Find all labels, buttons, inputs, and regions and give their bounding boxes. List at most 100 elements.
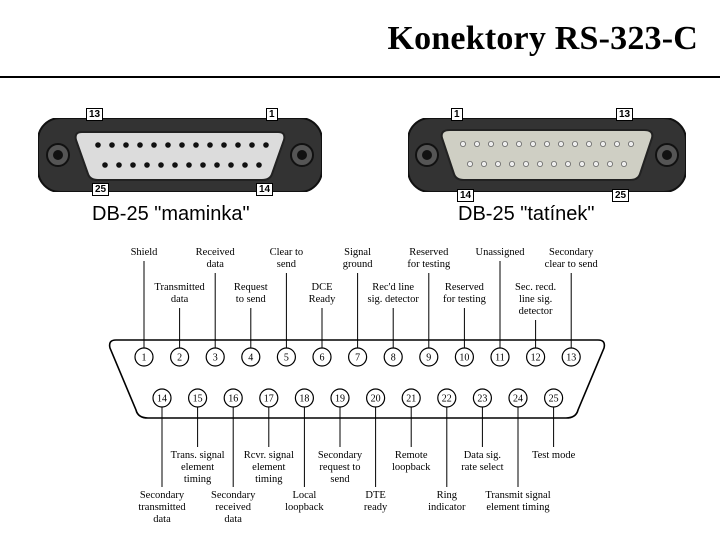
- male-pin: [571, 140, 578, 147]
- male-pin: [564, 161, 571, 168]
- signal-label-pin-4: Request to send: [233, 282, 268, 305]
- female-socket-hole: [179, 142, 185, 148]
- pin-6: 6: [312, 347, 332, 367]
- male-pin: [578, 161, 585, 168]
- male-pin: [592, 161, 599, 168]
- pin-19: 19: [330, 388, 350, 408]
- male-pin: [481, 161, 488, 168]
- pin-7: 7: [348, 347, 368, 367]
- pin-15: 15: [188, 388, 208, 408]
- female-socket-hole: [172, 162, 178, 168]
- pin-number: 8: [391, 353, 396, 364]
- male-pin: [536, 161, 543, 168]
- signal-label-pin-15: Trans. signal element timing: [170, 450, 225, 485]
- male-pin: [467, 161, 474, 168]
- female-socket-hole: [165, 142, 171, 148]
- male-pins: [460, 140, 634, 168]
- male-pin: [557, 140, 564, 147]
- female-socket-hole: [235, 142, 241, 148]
- male-pin: [502, 140, 509, 147]
- female-pin-label-top-left: 13: [86, 108, 104, 121]
- signal-label-pin-9: Reserved for testing: [407, 247, 451, 270]
- signal-label-pin-18: Local loopback: [285, 490, 324, 513]
- pin-number: 14: [157, 394, 167, 405]
- pin-10: 10: [454, 347, 474, 367]
- signal-label-pin-21: Remote loopback: [391, 450, 431, 473]
- pin-number: 16: [228, 394, 238, 405]
- pin-3: 3: [205, 347, 225, 367]
- signal-label-pin-25: Test mode: [531, 450, 576, 461]
- male-pin: [495, 161, 502, 168]
- pin-11: 11: [490, 347, 510, 367]
- pin-number: 25: [549, 394, 559, 405]
- pin-20: 20: [366, 388, 386, 408]
- male-pin: [627, 140, 634, 147]
- signal-label-pin-2: Transmitted data: [154, 282, 205, 305]
- male-pin-label-top-left: 1: [451, 108, 463, 121]
- male-pin: [585, 140, 592, 147]
- signal-label-pin-10: Reserved for testing: [442, 282, 486, 305]
- pin-18: 18: [294, 388, 314, 408]
- pin-number: 24: [513, 394, 523, 405]
- pin-number: 18: [299, 394, 309, 405]
- female-connector-label: DB-25 "maminka": [92, 203, 250, 225]
- male-pin: [599, 140, 606, 147]
- pin-14: 14: [152, 388, 172, 408]
- male-pin: [509, 161, 516, 168]
- signal-label-pin-5: Clear to send: [269, 247, 304, 270]
- page-title: Konektory RS-323-C: [387, 20, 698, 57]
- pin-number: 23: [477, 394, 487, 405]
- male-pin: [620, 161, 627, 168]
- pin-24: 24: [508, 388, 528, 408]
- pin-23: 23: [472, 388, 492, 408]
- pin-4: 4: [241, 347, 261, 367]
- female-socket-hole: [256, 162, 262, 168]
- pin-25: 25: [543, 388, 564, 408]
- female-socket-hole: [109, 142, 115, 148]
- female-socket-hole: [263, 142, 269, 148]
- pin-17: 17: [259, 388, 279, 408]
- pin-16: 16: [223, 388, 243, 408]
- female-socket-holes: [95, 142, 269, 168]
- male-pin: [530, 140, 537, 147]
- female-socket-hole: [95, 142, 101, 148]
- pin-number: 10: [459, 353, 469, 364]
- pin-number: 21: [406, 394, 416, 405]
- pin-number: 6: [320, 353, 325, 364]
- female-socket-hole: [207, 142, 213, 148]
- male-pin-label-top-right: 13: [616, 108, 634, 121]
- db25-female-connector: [38, 118, 322, 192]
- pin-number: 22: [442, 394, 452, 405]
- female-socket-hole: [151, 142, 157, 148]
- pin-5: 5: [276, 347, 296, 367]
- female-socket-hole: [200, 162, 206, 168]
- pin-22: 22: [437, 388, 457, 408]
- female-socket-hole: [116, 162, 122, 168]
- female-socket-hole: [242, 162, 248, 168]
- female-socket-hole: [193, 142, 199, 148]
- title-divider: [0, 76, 720, 78]
- male-pin: [543, 140, 550, 147]
- signal-label-pin-17: Rcvr. signal element timing: [243, 450, 294, 485]
- male-pin: [474, 140, 481, 147]
- female-socket-hole: [130, 162, 136, 168]
- female-pin-label-bottom-left: 25: [92, 183, 110, 196]
- female-pin-label-bottom-right: 14: [256, 183, 274, 196]
- signal-label-pin-20: DTE ready: [363, 490, 388, 513]
- signal-label-pin-13: Secondary clear to send: [544, 247, 598, 270]
- male-pin-label-bottom-left: 14: [457, 189, 475, 202]
- signal-label-pin-7: Signal ground: [342, 247, 373, 270]
- pin-number: 17: [264, 394, 274, 405]
- pin-12: 12: [525, 347, 546, 367]
- pin-number: 13: [566, 353, 576, 364]
- signal-label-pin-16: Secondary received data: [211, 490, 256, 525]
- signal-label-pin-6: DCE Ready: [308, 282, 336, 305]
- male-pin: [488, 140, 495, 147]
- male-pin-label-bottom-right: 25: [612, 189, 630, 202]
- signal-label-pin-1: Shield: [130, 247, 158, 258]
- pin-9: 9: [419, 347, 439, 367]
- male-connector-label: DB-25 "tatínek": [458, 203, 595, 225]
- female-socket-hole: [214, 162, 220, 168]
- signal-label-pin-8: Rec'd line sig. detector: [367, 282, 419, 305]
